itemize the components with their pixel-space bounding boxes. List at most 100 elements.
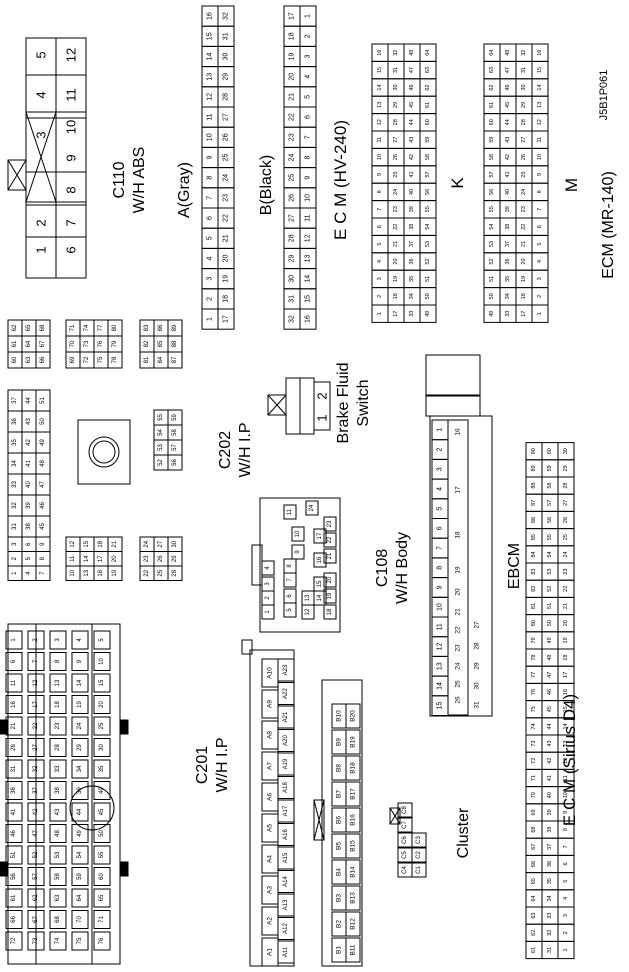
cluster-label: Cluster (455, 807, 472, 858)
c201-pin: 47 (33, 830, 39, 837)
cluster-pin: C1 (416, 866, 422, 874)
c201-pin: 22 (33, 722, 39, 729)
c108-cell (261, 560, 275, 576)
ecm-black-pin: 3 (305, 54, 312, 58)
sirius-pin: 10 (563, 792, 569, 798)
c201-pin: 51 (11, 851, 17, 858)
m-connector-pin: 36 (505, 258, 511, 264)
c201-pin: 8 (55, 659, 61, 663)
c201-cell (49, 888, 67, 908)
b-cell (345, 859, 361, 885)
k-connector-pin: 30 (393, 84, 399, 90)
c201-pin: 5 (99, 638, 105, 642)
ip-block4-pin: 43 (26, 418, 32, 425)
ip-block5-cell (167, 454, 183, 471)
b-cell (345, 729, 361, 755)
c201-cell (93, 824, 111, 843)
ebcm-row2-pin: 19 (455, 566, 462, 574)
k-connector-pin: 26 (393, 154, 399, 160)
b-connector-pin: B5 (336, 842, 343, 850)
c108-pin: 3 (265, 582, 271, 586)
m-connector-pin: 44 (505, 119, 511, 125)
c108-pin: 15 (317, 580, 323, 587)
k-connector-pin: 50 (425, 293, 431, 299)
c110-pin: 3 (34, 131, 49, 138)
ecm-gray-pin: 20 (223, 255, 230, 263)
k-connector-pin: 13 (377, 102, 383, 108)
c201-right-tab (119, 861, 129, 877)
m-connector-pin: 27 (521, 137, 527, 143)
m-connector-pin: 33 (505, 311, 511, 317)
cluster-pin: C8 (402, 806, 408, 814)
sirius-pin: 83 (531, 569, 537, 575)
sirius-pin: 60 (547, 448, 553, 454)
k-connector-pin: 32 (393, 50, 399, 56)
brake-switch-pins-box (313, 381, 331, 431)
k-connector-pin: 38 (409, 224, 415, 230)
ip-block8-pin: 86 (158, 324, 164, 331)
sirius-pin: 82 (531, 586, 537, 592)
divider (267, 394, 287, 416)
c108-cell (313, 576, 327, 592)
ebcm-row1-pin: 10 (437, 603, 444, 611)
c108-pin: 13 (305, 594, 311, 601)
ip-block5-pin: 56 (172, 459, 178, 466)
k-connector-pin: 3 (377, 277, 383, 280)
k-connector-pin: 1 (377, 312, 383, 315)
c201-pin: 29 (77, 744, 83, 751)
c201-cell (5, 716, 23, 736)
ip-block1-pin: 5 (26, 556, 32, 560)
sirius-pin: 33 (547, 913, 553, 919)
ip-block6-pin: 65 (26, 324, 32, 331)
ip-block4-pin: 32 (12, 502, 18, 509)
ecm-gray-pin: 2 (207, 297, 214, 301)
c201-pin: 37 (33, 787, 39, 794)
ecm-gray-pin: 3 (207, 277, 214, 281)
c108-cell (283, 558, 297, 574)
b-connector-pin: B9 (336, 738, 343, 746)
ebcm-row1-pin: 11 (437, 623, 444, 630)
ip-block2-pin: 11 (70, 555, 76, 562)
sirius-pin: 48 (547, 655, 553, 661)
sirius-pin: 29 (563, 465, 569, 471)
ecm-gray-pin: 4 (207, 256, 214, 260)
c201-cell (5, 759, 23, 779)
c201-cell (49, 738, 67, 757)
ip-block7-pin: 74 (84, 324, 90, 331)
ecm-gray-pin: 13 (207, 73, 214, 81)
c108-pin: 1 (265, 610, 271, 614)
sirius-pin: 2 (563, 931, 569, 934)
ip-block4-pin: 46 (40, 502, 46, 509)
b-cell (345, 807, 361, 833)
a-cell (277, 846, 295, 870)
c108-pin: 20 (327, 576, 333, 583)
c201-pin: 41 (11, 808, 17, 815)
ip-block6-pin: 64 (26, 340, 32, 347)
ip-block7-pin: 69 (70, 356, 76, 363)
sirius-pin: 65 (531, 878, 537, 884)
divider (25, 111, 57, 203)
ebcm-outline (429, 415, 493, 717)
m-connector-pin: 15 (537, 67, 543, 73)
ip-block1-pin: 8 (40, 556, 46, 560)
ebcm-label: EBCM (506, 543, 523, 589)
ip-round-connector (77, 419, 131, 485)
ebcm-strip (425, 395, 481, 417)
m-connector-pin: 7 (537, 208, 543, 211)
ecm-black-pin: 1 (305, 14, 312, 18)
c201-pin: 20 (99, 701, 105, 708)
c201-pin: 16 (11, 701, 17, 708)
ecm-gray-pin: 27 (223, 113, 230, 121)
k-connector-pin: 51 (425, 276, 431, 282)
c201-cell (93, 910, 111, 929)
c201-pin: 54 (77, 851, 83, 858)
ip-block2-pin: 14 (84, 555, 90, 562)
ip-block4-pin: 37 (12, 397, 18, 404)
ebcm-row2-pin: 25 (455, 680, 462, 688)
ecm-gray-pin: 23 (223, 194, 230, 202)
b-connector-pin: B13 (350, 892, 357, 904)
ecm-gray-pin: 31 (223, 32, 230, 40)
ip-round-socket (88, 436, 120, 468)
m-connector-pin: 11 (537, 137, 543, 143)
sirius-pin: 35 (547, 878, 553, 884)
